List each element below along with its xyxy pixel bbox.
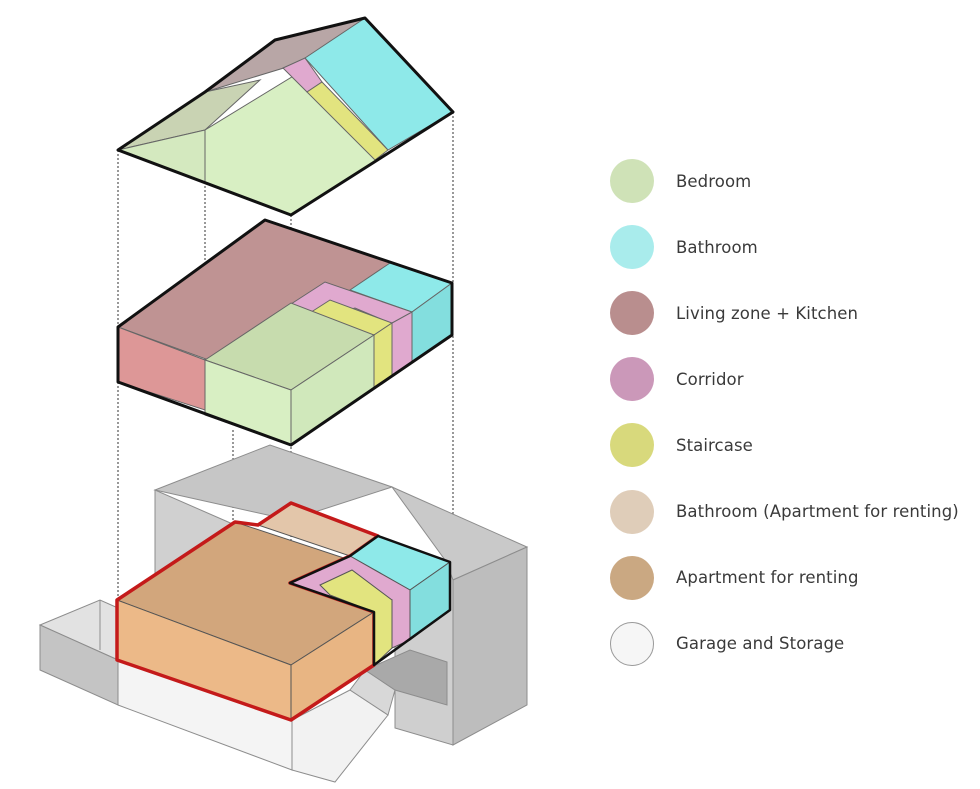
garage-under-dark — [363, 649, 448, 706]
legend-swatch — [610, 291, 654, 336]
legend-label: Bathroom (Apartment for renting) — [676, 502, 959, 522]
garage-right-side — [452, 546, 528, 746]
garage-ramp — [291, 689, 389, 783]
legend-swatch — [610, 357, 654, 402]
legend-item-rent-bathroom: Bathroom (Apartment for renting) — [610, 478, 975, 544]
legend-swatch — [610, 621, 654, 666]
legend-label: Living zone + Kitchen — [676, 303, 859, 323]
legend-item-staircase: Staircase — [610, 412, 975, 478]
legend-swatch — [610, 225, 654, 270]
ground-floor-apartment — [115, 501, 380, 722]
legend-item-living-kitchen: Living zone + Kitchen — [610, 280, 975, 346]
roof-attic — [116, 16, 455, 217]
legend-item-corridor: Corridor — [610, 346, 975, 412]
legend-label: Apartment for renting — [676, 568, 859, 588]
legend-swatch — [610, 159, 654, 204]
legend-item-garage-storage: Garage and Storage — [610, 611, 975, 677]
legend-label: Corridor — [676, 369, 744, 389]
legend: Bedroom Bathroom Living zone + Kitchen C… — [610, 148, 975, 677]
legend-label: Staircase — [676, 435, 753, 455]
gf-core-outline — [288, 534, 452, 667]
legend-swatch — [610, 489, 654, 534]
legend-label: Bathroom — [676, 237, 758, 257]
ff-outline — [116, 218, 454, 447]
legend-label: Bedroom — [676, 171, 752, 191]
legend-label: Garage and Storage — [676, 634, 845, 654]
legend-item-bedroom: Bedroom — [610, 148, 975, 214]
legend-swatch — [610, 423, 654, 468]
legend-item-bathroom: Bathroom — [610, 214, 975, 280]
first-floor — [116, 218, 454, 447]
ground-floor-core — [288, 534, 452, 667]
legend-item-rent-apartment: Apartment for renting — [610, 545, 975, 611]
roof-outline — [116, 16, 455, 217]
legend-swatch — [610, 555, 654, 600]
